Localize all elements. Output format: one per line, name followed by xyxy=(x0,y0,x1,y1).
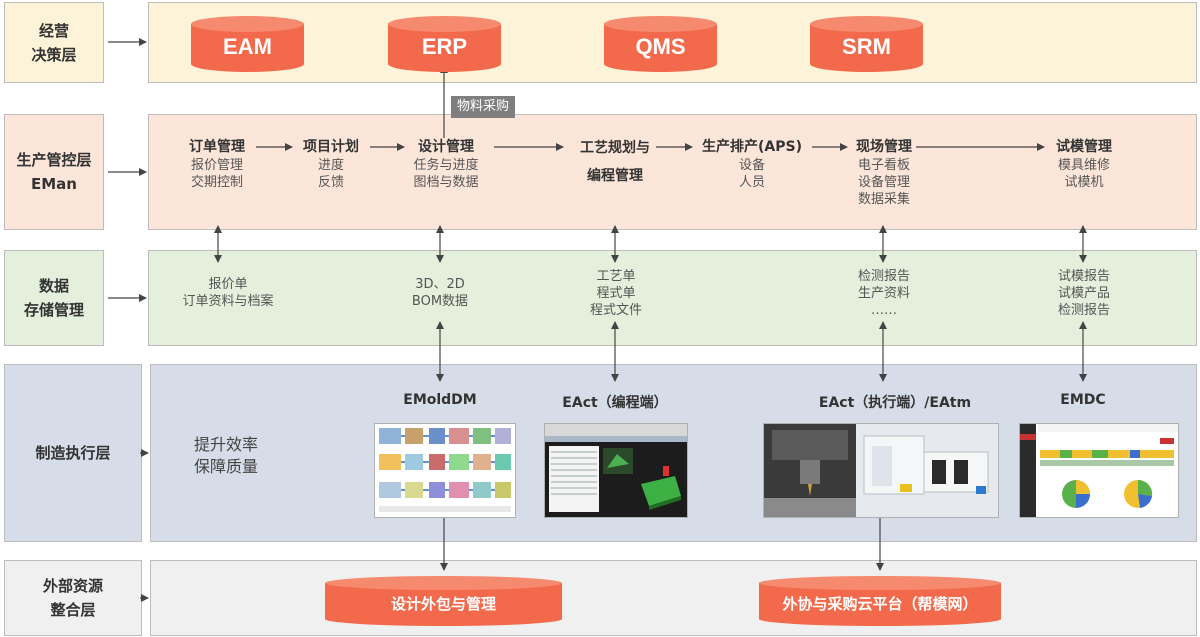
process-line: 模具维修 xyxy=(1057,158,1110,173)
layer-label-production: 生产管控层 EMan xyxy=(4,114,104,230)
cylinder-eam: EAM xyxy=(191,16,304,72)
data-line: 检测报告 xyxy=(857,269,910,284)
layer-label-line: EMan xyxy=(31,175,77,193)
system-eact-execution-title: EAct（执行端）/EAtm xyxy=(818,395,972,411)
process-line: 设备管理 xyxy=(857,175,910,190)
data-line: 试模产品 xyxy=(1057,286,1110,301)
cylinder-label: QMS xyxy=(635,34,686,59)
eact-execution-screenshot xyxy=(763,423,999,518)
data-store-craft: 工艺单 程式单 程式文件 xyxy=(572,268,660,319)
external-band xyxy=(150,560,1197,636)
data-line: 生产资料 xyxy=(857,286,910,301)
process-line: 反馈 xyxy=(317,175,344,190)
layer-label-line: 制造执行层 xyxy=(35,444,111,462)
data-line: 程式文件 xyxy=(589,303,642,318)
data-line: BOM数据 xyxy=(411,294,469,309)
data-band xyxy=(148,250,1197,346)
layer-label-line: 数据 xyxy=(38,277,69,295)
layer-label-external: 外部资源 整合层 xyxy=(4,560,142,636)
cylinder-erp: ERP xyxy=(388,16,501,72)
layer-label-data: 数据 存储管理 xyxy=(4,250,104,346)
factory-equipment-icon xyxy=(764,424,989,517)
eact-programming-screenshot xyxy=(544,423,688,518)
data-line: 订单资料与档案 xyxy=(182,294,274,309)
process-design-management: 设计管理 任务与进度 图档与数据 xyxy=(396,137,496,191)
system-eact-programming-title: EAct（编程端） xyxy=(562,395,668,411)
process-order-management: 订单管理 报价管理 交期控制 xyxy=(168,137,266,191)
cylinder-label: SRM xyxy=(842,34,891,59)
goal-quality: 保障质量 xyxy=(194,457,259,476)
process-line: 数据采集 xyxy=(857,192,910,207)
workflow-thumbnails-icon xyxy=(379,428,511,512)
layer-label-line: 生产管控层 xyxy=(16,151,92,169)
material-purchase-tag: 物料采购 xyxy=(451,96,516,118)
dashboard-icon xyxy=(1020,424,1178,517)
process-craft-programming: 工艺规划与 编程管理 xyxy=(566,137,664,193)
cylinder-label: 外协与采购云平台（帮模网） xyxy=(782,596,978,613)
cylinder-outsource-cloud: 外协与采购云平台（帮模网） xyxy=(759,576,1001,626)
layer-label-line: 存储管理 xyxy=(23,301,84,319)
process-title: 试模管理 xyxy=(1056,139,1112,155)
process-line: 任务与进度 xyxy=(413,158,479,173)
data-store-orders: 报价单 订单资料与档案 xyxy=(164,276,292,310)
data-line: 试模报告 xyxy=(1057,269,1110,284)
cylinder-design-outsourcing: 设计外包与管理 xyxy=(325,576,562,626)
cylinder-qms: QMS xyxy=(604,16,717,72)
process-trial-mold: 试模管理 模具维修 试模机 xyxy=(1044,137,1124,191)
process-title: 编程管理 xyxy=(587,168,643,184)
layer-label-execution: 制造执行层 xyxy=(4,364,142,542)
data-line: 工艺单 xyxy=(596,269,636,284)
layer-label-line: 经营 xyxy=(38,21,69,40)
process-title: 订单管理 xyxy=(189,139,245,155)
production-band xyxy=(148,114,1197,230)
goal-efficiency: 提升效率 xyxy=(194,435,259,454)
cylinder-label: EAM xyxy=(223,34,272,59)
process-line: 试模机 xyxy=(1064,175,1104,190)
layer-label-line: 整合层 xyxy=(50,601,96,619)
layer-label-decision: 经营 决策层 xyxy=(4,2,104,83)
process-site-management: 现场管理 电子看板 设备管理 数据采集 xyxy=(842,137,926,208)
system-emolddm-title: EMoldDM xyxy=(403,392,477,408)
emolddm-screenshot xyxy=(374,423,516,518)
cam-software-icon xyxy=(545,424,687,512)
cylinder-srm: SRM xyxy=(810,16,923,72)
process-line: 图档与数据 xyxy=(413,175,479,190)
layer-label-line: 决策层 xyxy=(31,45,77,64)
process-title: 项目计划 xyxy=(303,139,359,155)
data-line: …… xyxy=(871,303,897,318)
system-emdc-title: EMDC xyxy=(1060,392,1106,408)
process-title: 生产排产(APS) xyxy=(702,139,802,155)
process-line: 进度 xyxy=(317,158,344,173)
process-line: 设备 xyxy=(738,158,765,173)
layer-label-line: 外部资源 xyxy=(42,577,103,595)
execution-goals: 提升效率 保障质量 xyxy=(194,434,294,478)
process-line: 报价管理 xyxy=(190,158,243,173)
process-project-plan: 项目计划 进度 反馈 xyxy=(290,137,372,191)
process-title: 工艺规划与 xyxy=(580,140,650,156)
emdc-screenshot xyxy=(1019,423,1179,518)
process-aps-scheduling: 生产排产(APS) 设备 人员 xyxy=(690,137,814,191)
data-line: 程式单 xyxy=(596,286,636,301)
data-line: 报价单 xyxy=(208,277,248,292)
data-store-production: 检测报告 生产资料 …… xyxy=(840,268,928,319)
process-line: 电子看板 xyxy=(857,158,910,173)
process-title: 设计管理 xyxy=(418,139,474,155)
cylinder-label: ERP xyxy=(421,34,468,59)
data-line: 3D、2D xyxy=(415,277,465,292)
data-line: 检测报告 xyxy=(1057,303,1110,318)
process-title: 现场管理 xyxy=(856,139,912,155)
process-line: 人员 xyxy=(738,175,765,190)
process-line: 交期控制 xyxy=(190,175,243,190)
data-store-design: 3D、2D BOM数据 xyxy=(394,276,486,310)
cylinder-label: 设计外包与管理 xyxy=(390,596,496,613)
data-store-trial: 试模报告 试模产品 检测报告 xyxy=(1040,268,1128,319)
